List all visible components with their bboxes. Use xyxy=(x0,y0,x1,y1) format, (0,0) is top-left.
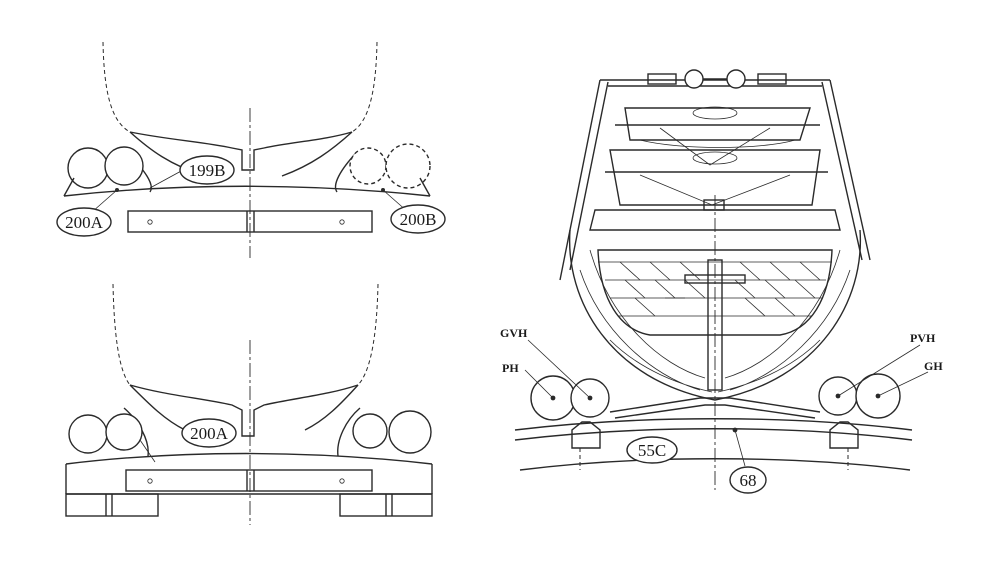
fender-left-outer-b xyxy=(68,414,108,454)
fender-left-outer xyxy=(67,147,109,189)
leader-200a xyxy=(91,189,118,213)
beam-b xyxy=(125,469,373,492)
upper-boat-hull xyxy=(639,139,796,148)
upper-boat-seat xyxy=(692,106,738,120)
leader-pvh xyxy=(837,344,921,397)
leader-bottom xyxy=(139,439,156,463)
hull-outline-right-b xyxy=(357,283,379,386)
upper-boat-gunwale xyxy=(624,107,811,141)
leader-199b xyxy=(149,169,184,189)
hull-keel-profile xyxy=(129,131,353,171)
boat-cradle-mid xyxy=(514,428,913,441)
leader-gh xyxy=(877,371,929,397)
label-200a-top: 200A xyxy=(65,213,104,232)
chock-right xyxy=(829,421,859,449)
bottom-hull-view: 200A xyxy=(65,283,433,525)
cradle-arc xyxy=(63,185,431,197)
label-gvh: GVH xyxy=(500,326,528,340)
plank-hatching xyxy=(619,261,821,317)
beam-bolt-left-b xyxy=(147,478,153,484)
boat-cradle-bottom xyxy=(519,458,911,471)
fender-left-inner xyxy=(104,146,144,186)
label-200a-bottom: 200A xyxy=(190,424,229,443)
lower-boat-gunwale xyxy=(589,209,841,231)
middle-boat-seat xyxy=(692,151,738,165)
label-68-oval xyxy=(729,466,767,494)
hull-ribs xyxy=(579,249,851,393)
fender-right-inner xyxy=(349,147,387,185)
fender-right-inner-b xyxy=(352,413,388,449)
davit-right-outer xyxy=(829,79,871,261)
boat-front-view: GVH PH PVH GH 55C 68 xyxy=(500,69,943,494)
lower-boat-inner xyxy=(597,249,833,336)
label-199b: 199B xyxy=(189,161,226,180)
lashing-upper xyxy=(609,397,821,413)
beam-bolt-left xyxy=(147,219,153,225)
upper-boat-ribs xyxy=(659,127,771,166)
cradle-left-end xyxy=(63,177,75,197)
label-55c-oval xyxy=(626,436,678,464)
hull-skeg-left-b xyxy=(129,384,186,431)
top-fitting-left xyxy=(647,73,677,85)
hull-skeg-right xyxy=(281,131,353,177)
label-68: 68 xyxy=(740,471,757,490)
middle-boat-ribs xyxy=(639,174,791,206)
cradle-right-end xyxy=(419,177,431,197)
label-199b-oval xyxy=(179,155,235,185)
top-hull-view: 199B 200A 200B xyxy=(56,41,446,258)
hull-outline-right xyxy=(351,41,378,133)
label-55c: 55C xyxy=(638,441,666,460)
hull-skeg-right-b xyxy=(304,384,359,431)
fender-right-outer-b xyxy=(388,410,432,454)
leader-ph xyxy=(524,369,554,399)
hull-outline-left-b xyxy=(112,283,131,386)
top-fitting-right xyxy=(757,73,787,85)
fender-right-outer xyxy=(385,143,431,189)
plank-lines xyxy=(605,279,826,317)
beam-bolt-right-b xyxy=(339,478,345,484)
label-ph: PH xyxy=(502,361,519,375)
bilge-curve-right-b xyxy=(337,407,361,457)
fender-left-inner-b xyxy=(105,413,143,451)
label-200b: 200B xyxy=(400,210,437,229)
cradle-arc-b xyxy=(65,452,433,465)
davit-left-outer xyxy=(559,79,601,281)
middle-boat-gunwale xyxy=(609,149,821,206)
davit-right-inner xyxy=(821,81,863,261)
label-200a-oval xyxy=(56,207,112,237)
boat-cradle-top xyxy=(514,418,913,431)
top-ring-right xyxy=(726,69,746,89)
lashing-lower xyxy=(614,404,816,419)
label-gh: GH xyxy=(924,359,943,373)
label-pvh: PVH xyxy=(910,331,936,345)
hull-keel-profile-b xyxy=(129,384,359,437)
beam-bolt-right xyxy=(339,219,345,225)
label-200b-oval xyxy=(390,204,446,234)
davit-left-inner xyxy=(569,81,609,271)
top-ring-left xyxy=(684,69,704,89)
label-200a-b-oval xyxy=(181,418,237,448)
leader-68 xyxy=(734,429,746,467)
hull-outline-left xyxy=(102,41,131,133)
lower-boat-outer-hull xyxy=(568,229,862,401)
keel-post xyxy=(707,259,723,391)
chock-left xyxy=(571,421,601,449)
leader-gvh xyxy=(527,339,591,399)
